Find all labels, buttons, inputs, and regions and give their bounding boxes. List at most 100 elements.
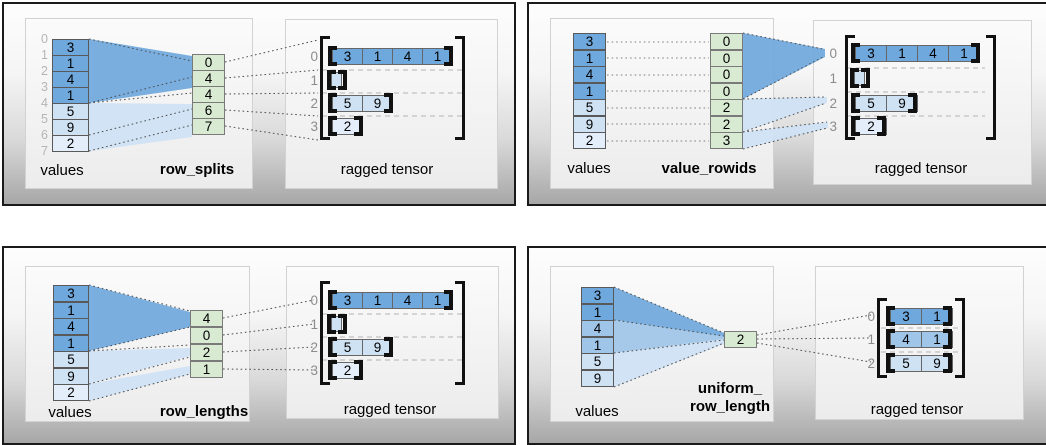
row-bracket-right bbox=[877, 116, 886, 136]
method-label-line1: uniform_ bbox=[697, 380, 763, 397]
light-funnel bbox=[89, 366, 190, 401]
row-bracket-right bbox=[943, 306, 952, 326]
row-bracket-left bbox=[851, 43, 860, 63]
dark-funnel bbox=[743, 33, 825, 99]
value-cell: 1 bbox=[581, 337, 614, 354]
connector-overlay bbox=[613, 286, 963, 388]
method-label: row_lengths bbox=[159, 403, 249, 420]
row-bracket-left bbox=[851, 116, 860, 136]
tensor-cell: 2 bbox=[332, 362, 363, 379]
value-cell: 4 bbox=[53, 318, 89, 335]
row-bracket-left bbox=[328, 337, 337, 357]
row-lengths-cell: 1 bbox=[190, 361, 223, 378]
row-index: 1 bbox=[829, 71, 837, 86]
tensor-cell: 1 bbox=[362, 292, 393, 309]
value-cell: 1 bbox=[573, 50, 606, 67]
tensor-label: ragged tensor bbox=[343, 401, 437, 418]
value-cell: 3 bbox=[581, 287, 614, 304]
row-index: 0 bbox=[829, 46, 837, 61]
outer-bracket-right bbox=[955, 298, 965, 378]
row-bracket-right bbox=[943, 353, 952, 373]
row-index: 2 bbox=[310, 340, 318, 355]
outer-bracket-left bbox=[845, 35, 855, 140]
row-index: 1 bbox=[310, 73, 318, 88]
value-cell: 9 bbox=[573, 116, 606, 133]
row-bracket-right bbox=[354, 116, 363, 136]
outer-bracket-left bbox=[320, 281, 330, 385]
value-cell: 1 bbox=[53, 335, 89, 352]
tensor-cell: 9 bbox=[921, 355, 953, 372]
value-cell: 5 bbox=[53, 351, 89, 368]
row-index: 0 bbox=[867, 309, 875, 324]
value-cell: 5 bbox=[573, 99, 606, 116]
row-bracket-left bbox=[328, 290, 337, 310]
row-lengths-cell: 0 bbox=[190, 327, 223, 344]
value-cell: 1 bbox=[581, 304, 614, 321]
outer-bracket-right bbox=[986, 35, 996, 140]
dark-funnel bbox=[89, 39, 192, 103]
tensor-label: ragged tensor bbox=[874, 160, 968, 177]
value-cell: 4 bbox=[573, 66, 606, 83]
value-rowids-cell: 3 bbox=[710, 132, 743, 149]
row-index: 0 bbox=[310, 49, 318, 64]
tensor-cell: 1 bbox=[921, 331, 953, 348]
values-label: values bbox=[48, 404, 92, 421]
row-index: 3 bbox=[310, 363, 318, 378]
tensor-cell: 4 bbox=[392, 292, 423, 309]
value-rowids-cell: 0 bbox=[710, 83, 743, 100]
tensor-cell: 4 bbox=[392, 48, 423, 65]
panel-row-lengths: 3 1 4 1 5 9 2 4 0 2 1 values row_lengths… bbox=[2, 246, 516, 445]
value-cell: 2 bbox=[573, 132, 606, 149]
row-bracket-right bbox=[338, 314, 347, 334]
empty-row-cell bbox=[854, 70, 865, 86]
row-bracket-right bbox=[861, 68, 870, 88]
light-funnel bbox=[743, 122, 828, 149]
row-index: 2 bbox=[829, 96, 837, 111]
value-cell: 1 bbox=[52, 55, 89, 72]
value-cell: 1 bbox=[573, 83, 606, 100]
row-bracket-right bbox=[384, 337, 393, 357]
value-index: 7 bbox=[41, 144, 48, 158]
tensor-cell: 2 bbox=[855, 118, 887, 135]
row-bracket-left bbox=[886, 329, 895, 349]
tensor-label: ragged tensor bbox=[340, 161, 434, 178]
row-lengths-cell: 2 bbox=[190, 344, 223, 361]
light-funnel bbox=[614, 339, 724, 387]
tensor-cell: 5 bbox=[855, 95, 887, 112]
value-rowids-cell: 0 bbox=[710, 50, 743, 67]
value-cell: 2 bbox=[53, 384, 89, 401]
row-splits-cell: 7 bbox=[192, 118, 225, 135]
row-bracket-left bbox=[328, 46, 337, 66]
value-cell: 9 bbox=[52, 119, 89, 136]
row-bracket-left bbox=[850, 68, 859, 88]
value-index: 5 bbox=[41, 112, 48, 126]
row-index: 2 bbox=[310, 96, 318, 111]
value-cell: 3 bbox=[53, 285, 89, 302]
value-index: 2 bbox=[41, 64, 48, 78]
value-rowids-cell: 0 bbox=[710, 33, 743, 50]
tensor-cell: 9 bbox=[362, 339, 393, 356]
medium-funnel bbox=[614, 320, 724, 353]
tensor-label: ragged tensor bbox=[870, 401, 964, 418]
row-bracket-left bbox=[886, 306, 895, 326]
value-cell: 9 bbox=[581, 370, 614, 387]
row-bracket-right bbox=[354, 360, 363, 380]
row-bracket-right bbox=[444, 290, 453, 310]
row-index: 3 bbox=[829, 119, 837, 134]
method-label: row_splits bbox=[159, 161, 235, 178]
light-funnel bbox=[743, 97, 827, 132]
tensor-cell: 1 bbox=[886, 45, 918, 62]
row-bracket-right bbox=[971, 43, 980, 63]
value-index: 4 bbox=[41, 96, 48, 110]
dark-funnel bbox=[89, 285, 190, 351]
outer-bracket-right bbox=[455, 36, 465, 140]
values-label: values bbox=[40, 162, 84, 179]
values-label: values bbox=[567, 160, 611, 177]
uniform-row-length-cell: 2 bbox=[724, 331, 757, 348]
row-bracket-left bbox=[328, 93, 337, 113]
row-bracket-right bbox=[384, 93, 393, 113]
outer-bracket-left bbox=[877, 298, 887, 378]
light-funnel bbox=[89, 103, 192, 151]
tensor-cell: 9 bbox=[886, 95, 918, 112]
